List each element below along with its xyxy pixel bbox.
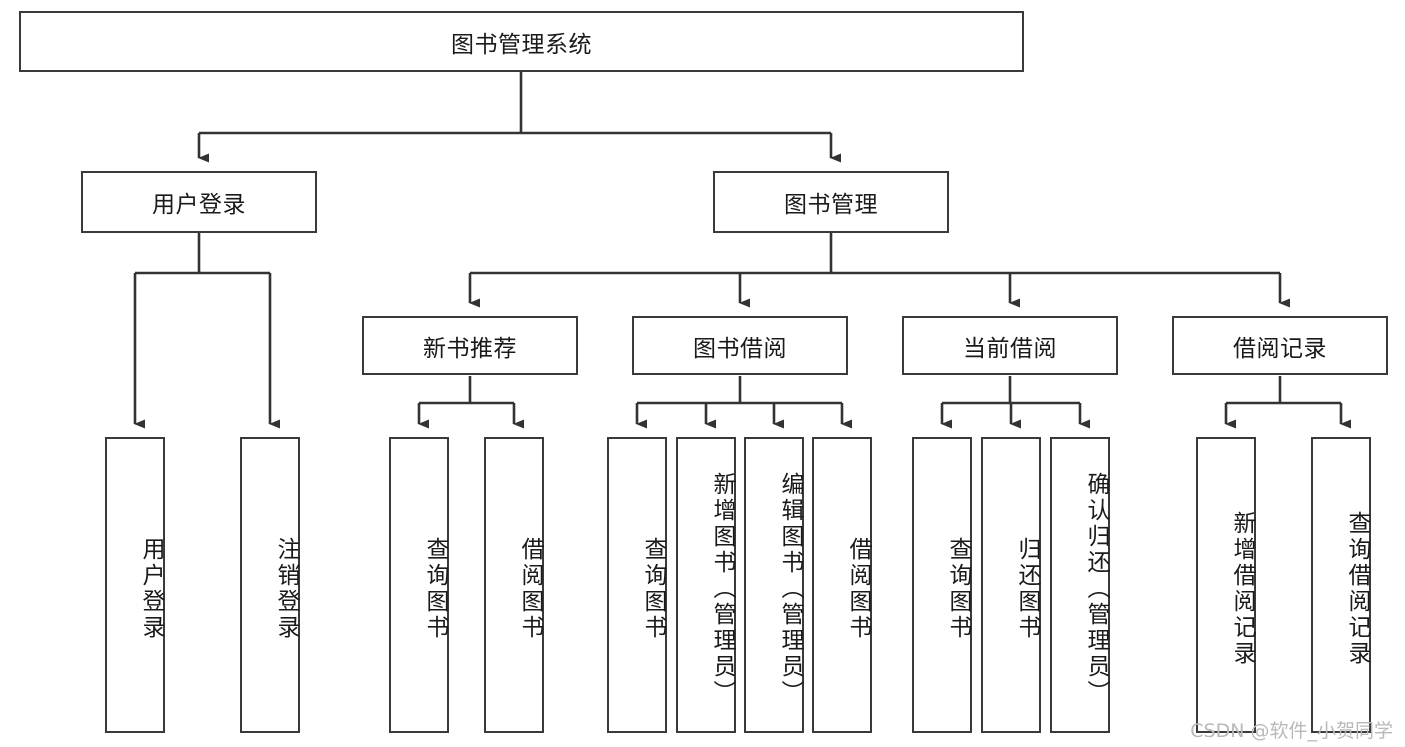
node-leaf-borrow-book-1-label: 借阅图书: [517, 537, 543, 641]
node-leaf-query-book-2[interactable]: 查询图书: [607, 437, 667, 733]
node-current-borrow[interactable]: 当前借阅: [902, 316, 1118, 375]
node-book-manage-label: 图书管理: [784, 192, 878, 218]
node-leaf-user-login[interactable]: 用户登录: [105, 437, 165, 733]
node-leaf-logout-login-label: 注销登录: [273, 537, 299, 641]
node-leaf-confirm-return-label: 确认归还（管理员）: [1083, 472, 1109, 706]
node-leaf-query-book-2-label: 查询图书: [640, 537, 666, 641]
node-user-login[interactable]: 用户登录: [81, 171, 317, 233]
node-leaf-add-record-label: 新增借阅记录: [1229, 511, 1255, 667]
node-leaf-borrow-book-1[interactable]: 借阅图书: [484, 437, 544, 733]
node-leaf-borrow-book-2-label: 借阅图书: [845, 537, 871, 641]
node-leaf-query-record[interactable]: 查询借阅记录: [1311, 437, 1371, 733]
node-current-borrow-label: 当前借阅: [963, 335, 1057, 362]
node-leaf-logout-login[interactable]: 注销登录: [240, 437, 300, 733]
node-leaf-borrow-book-2[interactable]: 借阅图书: [812, 437, 872, 733]
node-leaf-return-book[interactable]: 归还图书: [981, 437, 1041, 733]
node-root[interactable]: 图书管理系统: [19, 11, 1024, 72]
node-leaf-confirm-return[interactable]: 确认归还（管理员）: [1050, 437, 1110, 733]
node-leaf-edit-book-label: 编辑图书（管理员）: [777, 472, 803, 706]
node-root-label: 图书管理系统: [451, 31, 592, 58]
node-leaf-query-record-label: 查询借阅记录: [1344, 511, 1370, 667]
node-leaf-query-book-3[interactable]: 查询图书: [912, 437, 972, 733]
node-leaf-edit-book[interactable]: 编辑图书（管理员）: [744, 437, 804, 733]
node-user-login-label: 用户登录: [152, 192, 246, 218]
node-leaf-query-book-3-label: 查询图书: [945, 537, 971, 641]
node-new-book-rec-label: 新书推荐: [423, 335, 517, 362]
node-leaf-query-book-1-label: 查询图书: [422, 537, 448, 641]
node-borrow-record[interactable]: 借阅记录: [1172, 316, 1388, 375]
node-new-book-rec[interactable]: 新书推荐: [362, 316, 578, 375]
node-leaf-add-book-label: 新增图书（管理员）: [709, 472, 735, 706]
node-book-manage[interactable]: 图书管理: [713, 171, 949, 233]
node-book-borrow-label: 图书借阅: [693, 335, 787, 362]
node-book-borrow[interactable]: 图书借阅: [632, 316, 848, 375]
node-leaf-add-record[interactable]: 新增借阅记录: [1196, 437, 1256, 733]
node-leaf-user-login-label: 用户登录: [138, 537, 164, 641]
node-leaf-query-book-1[interactable]: 查询图书: [389, 437, 449, 733]
node-leaf-add-book[interactable]: 新增图书（管理员）: [676, 437, 736, 733]
node-leaf-return-book-label: 归还图书: [1014, 537, 1040, 641]
node-borrow-record-label: 借阅记录: [1233, 335, 1327, 362]
watermark: CSDN @软件_小贺同学: [1190, 720, 1393, 742]
